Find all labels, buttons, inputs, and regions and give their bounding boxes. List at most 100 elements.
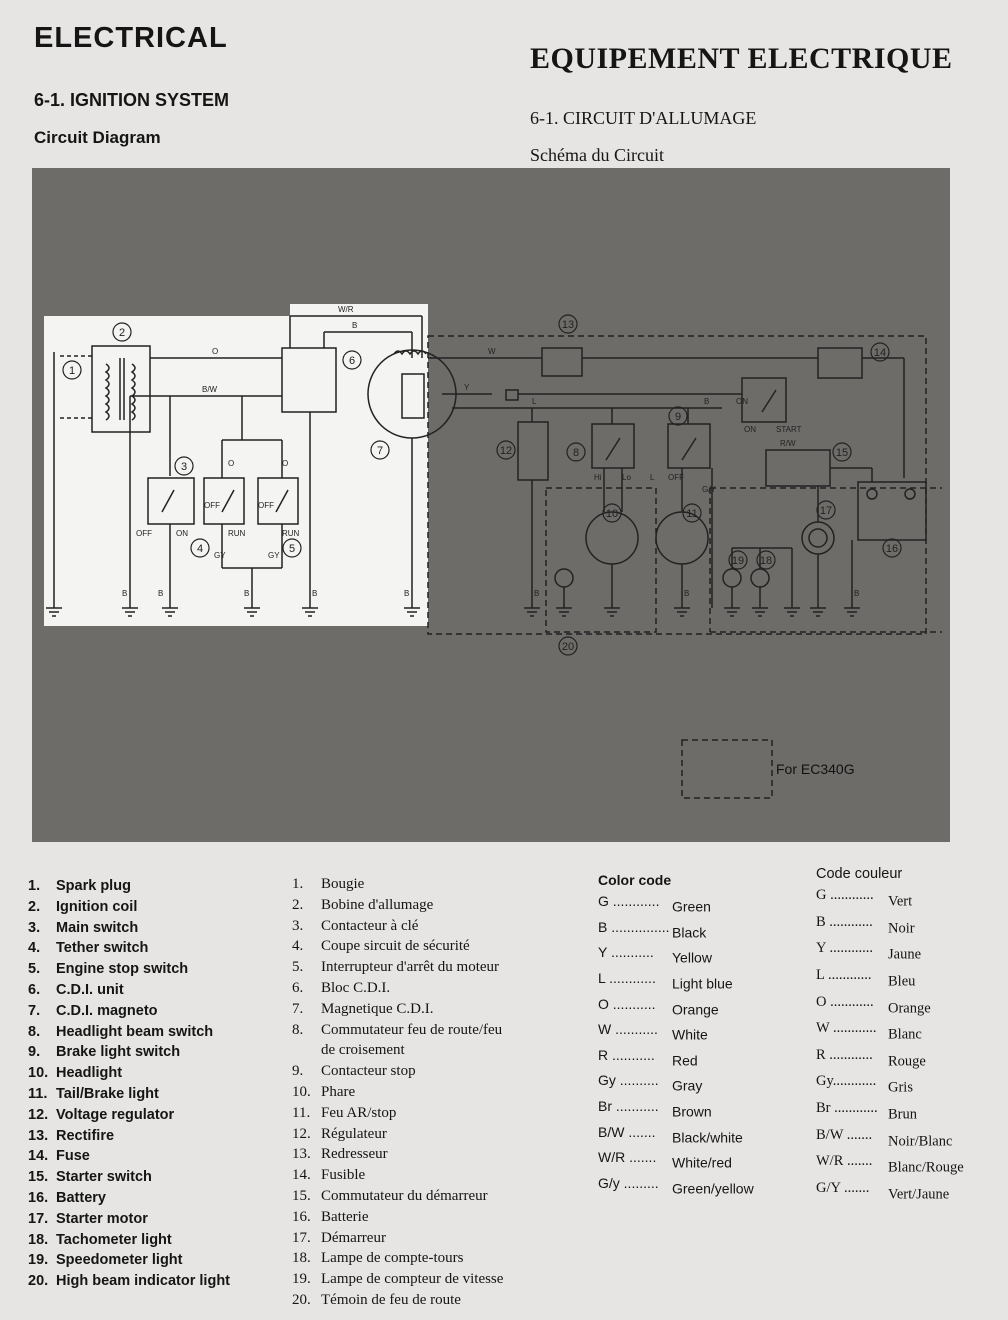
beam-switch-box bbox=[591, 423, 635, 469]
color-code-name: Orange bbox=[888, 999, 931, 1016]
part-label: Contacteur à clé bbox=[321, 917, 419, 934]
color-code-title-fr: Code couleur bbox=[816, 866, 903, 882]
wire-label: ON bbox=[176, 529, 188, 538]
color-code-name: Black bbox=[672, 924, 707, 941]
part-item: 12.Régulateur bbox=[292, 1124, 592, 1145]
part-number: 2. bbox=[28, 898, 41, 915]
color-code-abbrev: G ............ bbox=[816, 887, 874, 904]
part-label: Headlight bbox=[56, 1065, 123, 1082]
part-item: 18. Lampe de compte-tours bbox=[292, 1248, 592, 1269]
starter-switch-box bbox=[741, 377, 787, 423]
part-label: Commutateur du démarreur bbox=[321, 1187, 488, 1204]
color-code-row: G/Y .......Vert/Jaune bbox=[816, 1178, 996, 1205]
wire-label: OFF bbox=[136, 529, 152, 538]
part-number: 7. bbox=[292, 1000, 304, 1017]
part-label: Speedometer light bbox=[56, 1252, 183, 1269]
color-code-abbrev: W ........... bbox=[598, 1021, 658, 1038]
marker-16: 16 bbox=[886, 543, 898, 555]
part-number: 3. bbox=[28, 919, 41, 936]
part-number: 19. bbox=[28, 1252, 49, 1269]
part-item: 19.Lampe de compteur de vitesse bbox=[292, 1269, 592, 1290]
wire-label: B bbox=[122, 589, 127, 598]
color-code-name: Jaune bbox=[888, 946, 922, 963]
part-item: 6.C.D.I. unit bbox=[28, 980, 278, 1001]
color-code-abbrev: G/Y ....... bbox=[816, 1179, 870, 1196]
wire-label: O bbox=[282, 459, 288, 468]
part-label: Magnetique C.D.I. bbox=[321, 1000, 434, 1017]
wire-label: R/W bbox=[780, 439, 796, 448]
part-item: 1.Spark plug bbox=[28, 876, 278, 897]
part-item: 17. Starter motor bbox=[28, 1209, 278, 1230]
color-code-name: Red bbox=[672, 1052, 698, 1069]
color-code-abbrev: O ........... bbox=[598, 995, 656, 1012]
part-item: 14.Fusible bbox=[292, 1165, 592, 1186]
part-item: 20.Témoin de feu de route bbox=[292, 1290, 592, 1311]
wire-label: GY bbox=[268, 551, 280, 560]
color-code-abbrev: G ............ bbox=[598, 893, 660, 910]
wire-label: RUN bbox=[228, 529, 246, 538]
section-subheading: Circuit Diagram bbox=[34, 128, 161, 147]
part-number bbox=[292, 1040, 321, 1061]
part-number: 8. bbox=[28, 1023, 41, 1040]
part-item: 1.Bougie bbox=[292, 874, 592, 895]
part-item: 17.Démarreur bbox=[292, 1228, 592, 1249]
color-code-name: Noir/Blanc bbox=[888, 1132, 953, 1149]
part-number: 6. bbox=[28, 981, 41, 998]
coil-winding-2 bbox=[130, 363, 136, 421]
part-number: 10. bbox=[28, 1065, 49, 1082]
wire-label: B bbox=[854, 589, 859, 598]
part-item: 3.Contacteur à clé bbox=[292, 916, 592, 937]
color-code-abbrev: Br ............ bbox=[816, 1100, 878, 1117]
tether-switch-box bbox=[203, 477, 245, 525]
color-code-abbrev: L ............ bbox=[816, 967, 872, 984]
part-number: 18. bbox=[292, 1250, 311, 1267]
part-label: Battery bbox=[56, 1189, 106, 1206]
wire-label: RUN bbox=[282, 529, 300, 538]
part-label: Brake light switch bbox=[56, 1044, 181, 1061]
wire-label: ON bbox=[736, 397, 748, 406]
battery-box bbox=[857, 481, 927, 541]
part-item: 20.High beam indicator light bbox=[28, 1271, 278, 1292]
part-label: Starter motor bbox=[56, 1210, 148, 1227]
part-item: 2.Bobine d'allumage bbox=[292, 895, 592, 916]
part-label: Fusible bbox=[321, 1167, 366, 1184]
wire-label: B bbox=[684, 589, 689, 598]
part-label: Feu AR/stop bbox=[321, 1104, 397, 1121]
marker-4: 4 bbox=[197, 543, 203, 555]
color-code-row: O ...........Orange bbox=[598, 994, 798, 1020]
wire-label: L bbox=[532, 397, 537, 406]
page-title-fr: EQUIPEMENT ELECTRIQUE bbox=[530, 42, 953, 75]
color-code-abbrev: R ............ bbox=[816, 1046, 873, 1063]
marker-17: 17 bbox=[820, 505, 832, 517]
color-code-row: W/R .......White/red bbox=[598, 1147, 798, 1173]
part-label: Tachometer light bbox=[56, 1231, 172, 1248]
part-item: 6.Bloc C.D.I. bbox=[292, 978, 592, 999]
page-title: ELECTRICAL bbox=[34, 22, 228, 54]
color-code-name: Blanc bbox=[888, 1026, 922, 1043]
part-number: 7. bbox=[28, 1002, 41, 1019]
color-code-abbrev: W ............ bbox=[816, 1020, 877, 1037]
wire-label: B bbox=[404, 589, 409, 598]
color-code-abbrev: B/W ....... bbox=[816, 1126, 873, 1143]
wire-label: O bbox=[212, 347, 218, 356]
color-code-name: Brun bbox=[888, 1106, 917, 1123]
color-code-abbrev: B/W ....... bbox=[598, 1123, 656, 1140]
color-code-row: Gy ..........Gray bbox=[598, 1070, 798, 1096]
part-item: de croisement bbox=[292, 1040, 592, 1061]
color-code-title: Color code bbox=[598, 872, 672, 888]
color-code-row: R ...........Red bbox=[598, 1045, 798, 1071]
part-label: Voltage regulator bbox=[56, 1106, 175, 1123]
color-code-name: Yellow bbox=[672, 949, 712, 966]
part-number: 18. bbox=[28, 1231, 49, 1248]
part-label: Démarreur bbox=[321, 1229, 386, 1246]
part-label: Lampe de compte-tours bbox=[321, 1250, 464, 1267]
part-number: 2. bbox=[292, 896, 304, 913]
wire-label: B bbox=[534, 589, 539, 598]
marker-11: 11 bbox=[686, 508, 697, 520]
color-code-name: Brown bbox=[672, 1103, 712, 1120]
high-beam-dashed-frame bbox=[545, 487, 657, 633]
part-number: 17. bbox=[28, 1210, 49, 1227]
part-item: 18. Tachometer light bbox=[28, 1230, 278, 1251]
part-item: 11.Tail/Brake light bbox=[28, 1084, 278, 1105]
